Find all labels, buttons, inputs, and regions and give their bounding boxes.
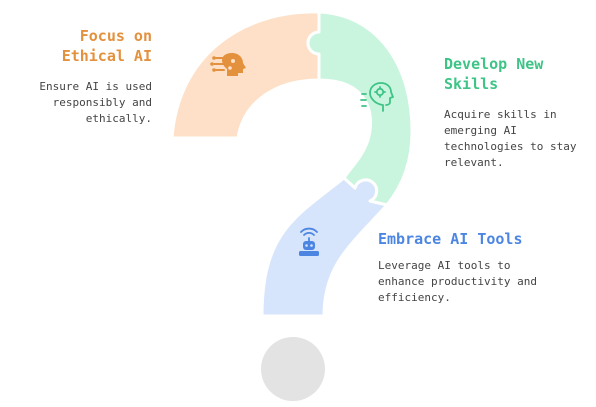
embrace-tools-description: Leverage AI tools to enhance productivit… [378, 259, 537, 304]
embrace-tools-title: Embrace AI Tools [378, 230, 523, 248]
brain-circuit-icon [210, 53, 246, 76]
ethical-ai-piece [170, 10, 321, 140]
robot-signal-icon [299, 227, 319, 256]
develop-skills-piece [306, 10, 414, 207]
embrace-tools-block: Embrace AI Tools Leverage AI tools to en… [378, 229, 548, 306]
ethical-ai-block: Focus on Ethical AI Ensure AI is used re… [8, 26, 152, 127]
head-gear-icon [360, 82, 394, 112]
ethical-ai-title: Focus on Ethical AI [61, 27, 152, 65]
develop-skills-description: Acquire skills in emerging AI technologi… [444, 108, 577, 169]
ethical-ai-description: Ensure AI is used responsibly and ethica… [39, 80, 152, 125]
develop-skills-block: Develop New Skills Acquire skills in eme… [444, 54, 594, 171]
develop-skills-title: Develop New Skills [444, 55, 544, 93]
embrace-tools-piece [260, 176, 389, 318]
question-mark-dot [261, 337, 325, 401]
